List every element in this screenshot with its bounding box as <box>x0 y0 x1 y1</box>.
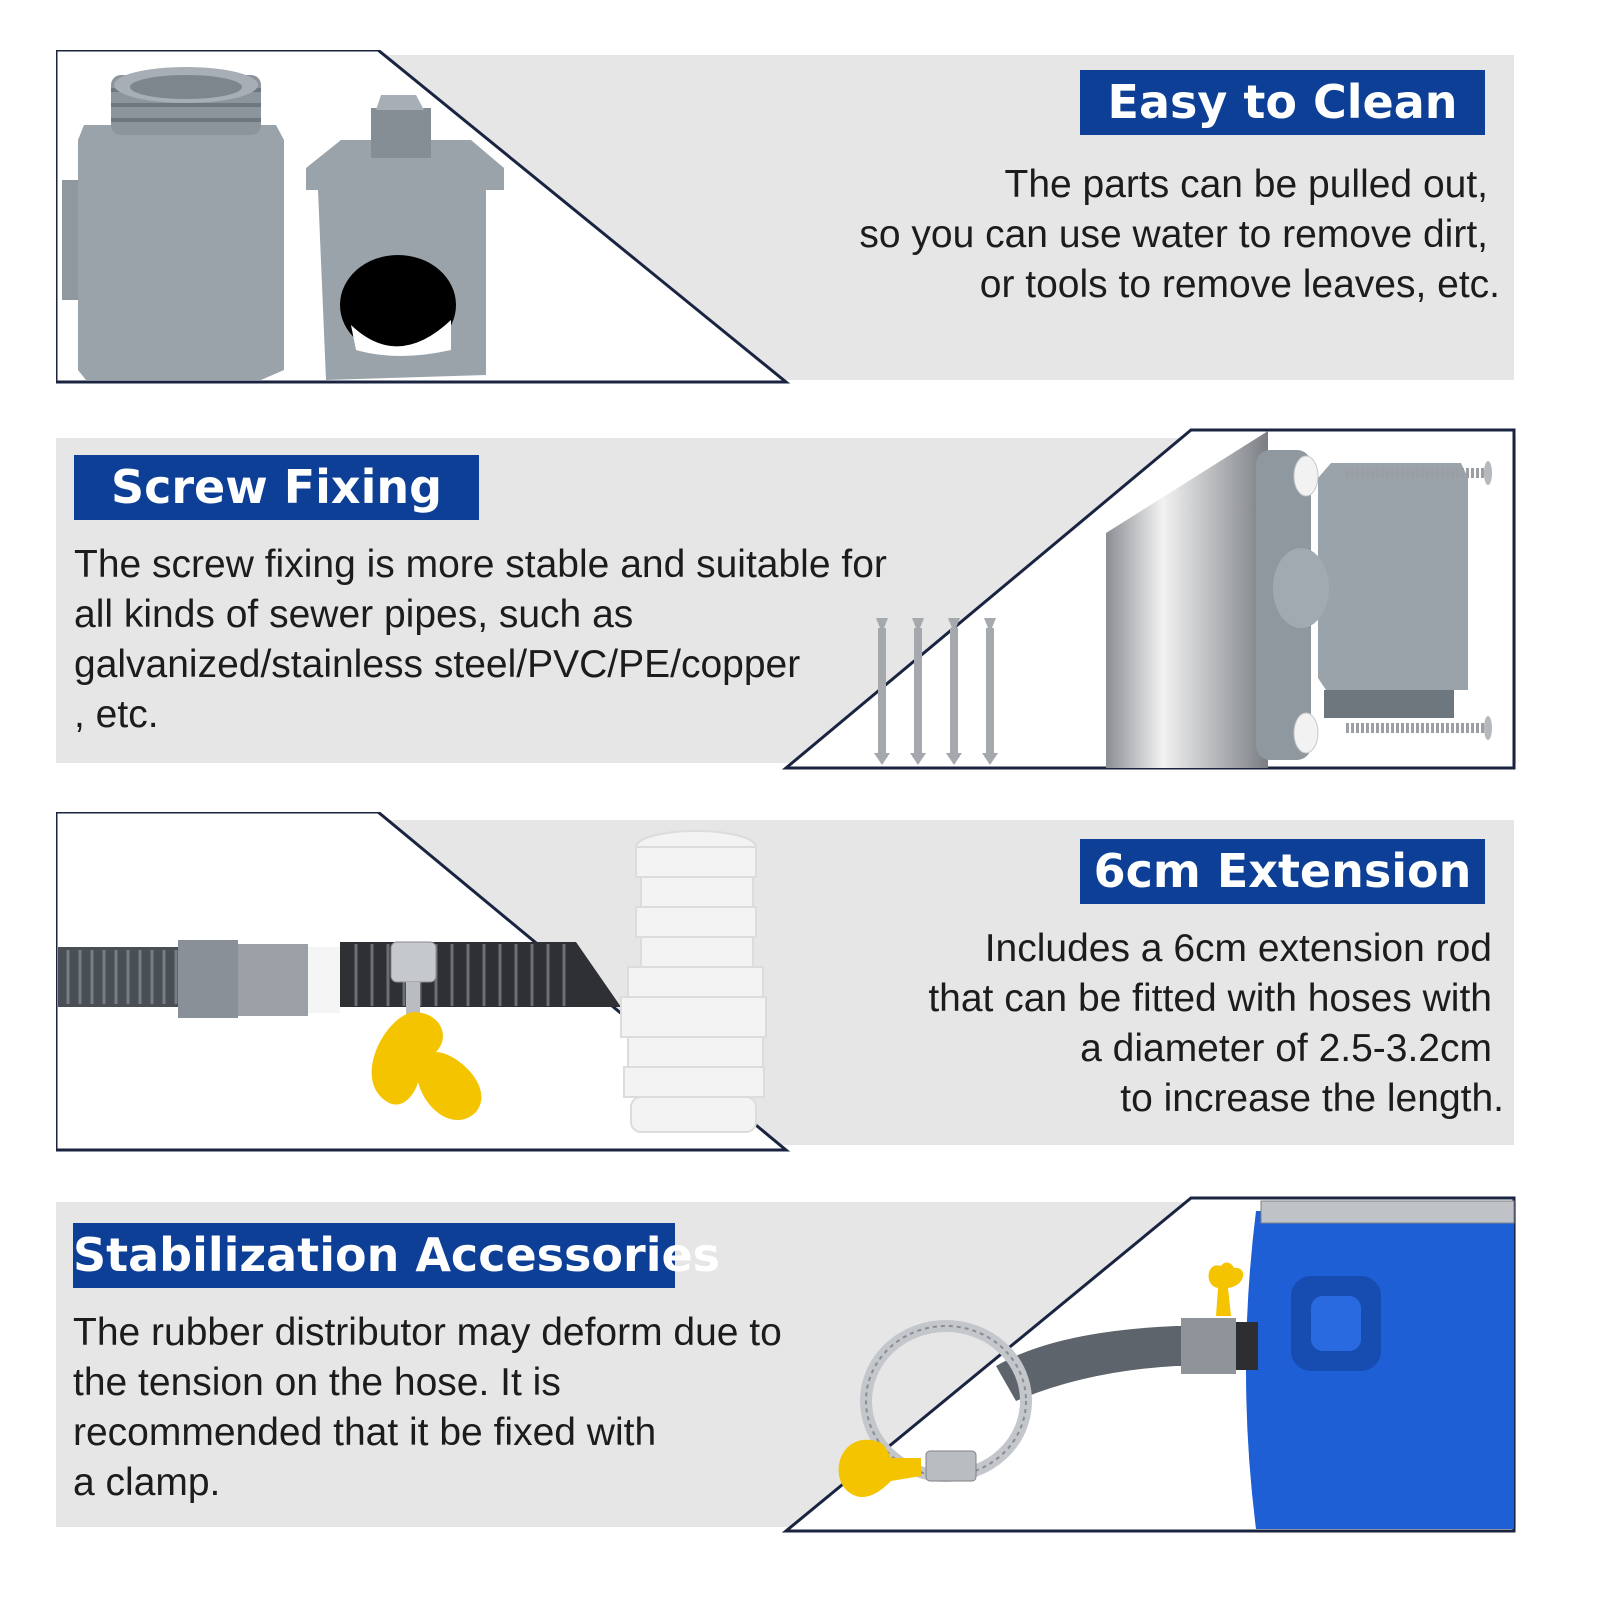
rain-barrel-image <box>781 1196 1516 1533</box>
filter-housing-icon <box>62 67 284 380</box>
downpipe-icon <box>1106 431 1268 768</box>
description-line: The screw fixing is more stable and suit… <box>74 543 887 586</box>
description-line: or tools to remove leaves, etc. <box>979 263 1500 306</box>
description-line: a clamp. <box>73 1461 221 1504</box>
description-line: the tension on the hose. It is <box>73 1361 561 1404</box>
extension-image <box>56 812 791 1152</box>
screw-mount-image <box>781 428 1516 770</box>
description-line: so you can use water to remove dirt, <box>859 213 1488 256</box>
description-line: The rubber distributor may deform due to <box>73 1311 782 1354</box>
wing-nut-icon <box>838 1439 921 1498</box>
collector-housing-icon <box>1318 463 1468 690</box>
feature-description: Includes a 6cm extension rod that can be… <box>784 924 1504 1124</box>
feature-panel-easy-to-clean: Easy to Clean The parts can be pulled ou… <box>56 50 1556 385</box>
description-line: Includes a 6cm extension rod <box>984 927 1492 970</box>
feature-title: Stabilization Accessories <box>73 1223 720 1288</box>
feature-title: 6cm Extension <box>1080 839 1485 904</box>
description-line: to increase the length. <box>1120 1077 1504 1120</box>
description-line: galvanized/stainless steel/PVC/PE/copper <box>74 643 801 686</box>
hose-icon <box>996 1326 1231 1401</box>
description-line: that can be fitted with hoses with <box>928 977 1492 1020</box>
feature-panel-screw-fixing: Screw Fixing The screw fixing is more st… <box>56 428 1556 770</box>
description-line: The parts can be pulled out, <box>1004 163 1488 206</box>
feature-description: The rubber distributor may deform due to… <box>73 1308 873 1508</box>
description-line: all kinds of sewer pipes, such as <box>74 593 634 636</box>
filter-cartridge-icon <box>306 95 504 380</box>
wing-nut-icon <box>1208 1262 1244 1316</box>
loose-screws-icon <box>874 618 998 765</box>
wing-nut-icon <box>371 1012 482 1121</box>
description-line: recommended that it be fixed with <box>73 1411 657 1454</box>
description-line: , etc. <box>74 693 159 736</box>
extension-adapter-icon <box>620 830 767 1133</box>
filter-parts-image <box>56 50 791 384</box>
rain-barrel-icon <box>1246 1211 1514 1529</box>
hose-clamp-icon <box>390 941 437 983</box>
feature-description: The parts can be pulled out, so you can … <box>680 160 1500 310</box>
feature-title: Easy to Clean <box>1080 70 1485 135</box>
feature-title: Screw Fixing <box>74 455 479 520</box>
feature-description: The screw fixing is more stable and suit… <box>74 540 974 740</box>
feature-panel-stabilization-accessories: Stabilization Accessories The rubber dis… <box>56 1196 1556 1533</box>
description-line: a diameter of 2.5-3.2cm <box>1080 1027 1492 1070</box>
feature-panel-6cm-extension: 6cm Extension Includes a 6cm extension r… <box>56 812 1556 1152</box>
